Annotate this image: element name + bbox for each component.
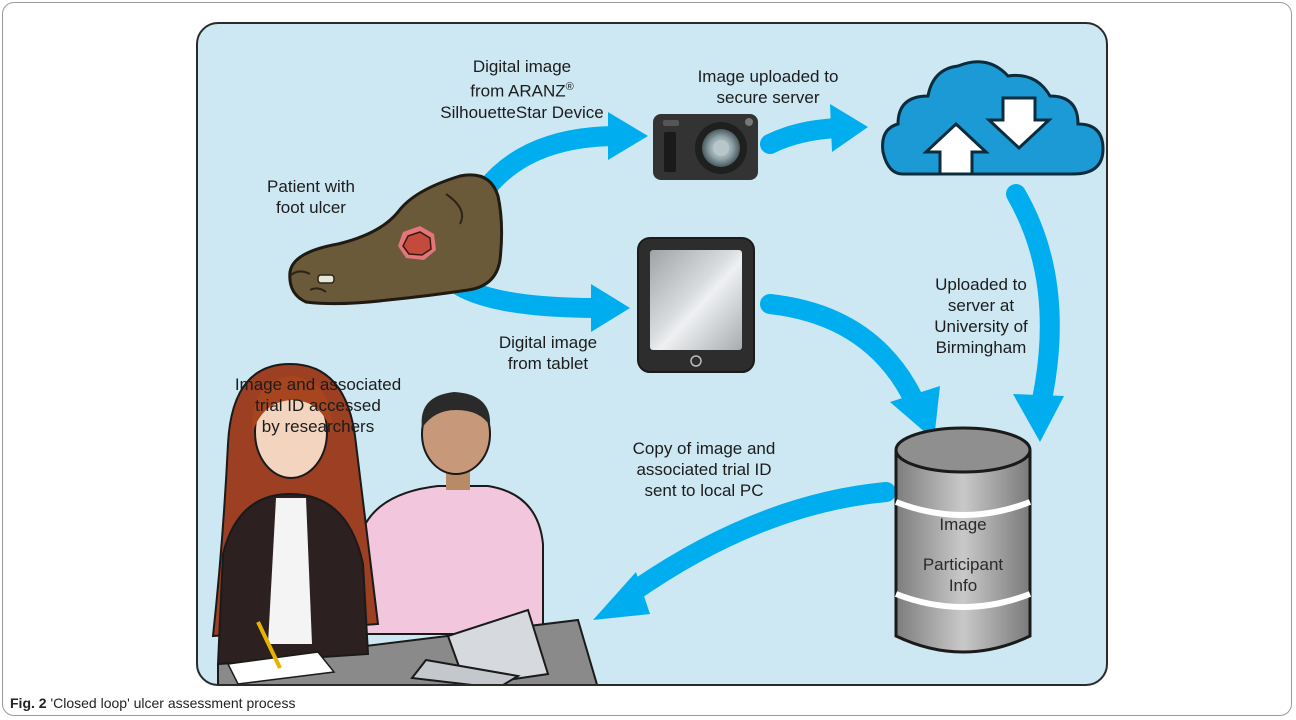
label-copy-line2: associated trial ID (636, 460, 772, 479)
database-row-participant-info: Participant Info (898, 554, 1028, 596)
label-device-line2: from ARANZ® (470, 81, 574, 101)
database-icon (894, 426, 1032, 654)
foot-icon (288, 173, 504, 306)
label-patient: Patient with foot ulcer (256, 176, 366, 218)
label-uploaded-uob-line3: University of (934, 317, 1028, 336)
arrow-database-to-researchers (593, 482, 896, 620)
arrow-cloud-to-database (1006, 184, 1064, 442)
diagram-art (211, 60, 1105, 684)
label-device-line1: Digital image (472, 57, 572, 76)
label-tablet-line1: Digital image (498, 333, 598, 352)
label-uploaded-uob-line4: Birmingham (935, 338, 1027, 357)
arrow-tablet-to-database (760, 294, 940, 440)
arrow-foot-to-camera (476, 112, 648, 199)
database-row-participant-line2: Info (948, 576, 978, 595)
label-uploaded-uob: Uploaded to server at University of Birm… (916, 274, 1046, 358)
arrow-camera-to-cloud (760, 104, 868, 154)
cloud-upload-download-icon (881, 60, 1105, 176)
label-patient-line1: Patient with (267, 177, 355, 196)
label-tablet-line2: from tablet (507, 354, 589, 373)
label-uploaded-secure: Image uploaded to secure server (668, 66, 868, 108)
camera-icon (653, 114, 758, 180)
label-researchers: Image and associated trial ID accessed b… (228, 374, 408, 437)
database-row-participant-line1: Participant (922, 555, 1004, 574)
figure-caption: Fig. 2 'Closed loop' ulcer assessment pr… (10, 695, 295, 711)
label-patient-line2: foot ulcer (276, 198, 346, 217)
label-uploaded-secure-line2: secure server (716, 88, 820, 107)
tablet-icon (637, 237, 755, 373)
diagram-panel: Digital image from ARANZ® SilhouetteStar… (196, 22, 1108, 686)
label-copy-line1: Copy of image and (632, 439, 776, 458)
researchers-illustration (211, 362, 598, 684)
label-device-line3: SilhouetteStar Device (440, 102, 604, 122)
label-researchers-line1: Image and associated (234, 375, 402, 394)
label-uploaded-secure-line1: Image uploaded to (697, 67, 839, 86)
label-copy-line3: sent to local PC (644, 481, 764, 500)
figure-caption-label: Fig. 2 (10, 695, 47, 711)
label-tablet-image: Digital image from tablet (488, 332, 608, 374)
figure-caption-text: 'Closed loop' ulcer assessment process (46, 695, 296, 711)
arrow-foot-to-tablet (450, 276, 630, 332)
label-device-image: Digital image from ARANZ® SilhouetteStar… (422, 56, 622, 123)
label-researchers-line3: by researchers (261, 417, 375, 436)
label-uploaded-uob-line1: Uploaded to (935, 275, 1027, 294)
database-row-image: Image (939, 515, 987, 534)
registered-mark: ® (565, 81, 574, 93)
label-researchers-line2: trial ID accessed (255, 396, 381, 415)
label-copy-to-pc: Copy of image and associated trial ID se… (614, 438, 794, 501)
label-uploaded-uob-line2: server at (947, 296, 1015, 315)
